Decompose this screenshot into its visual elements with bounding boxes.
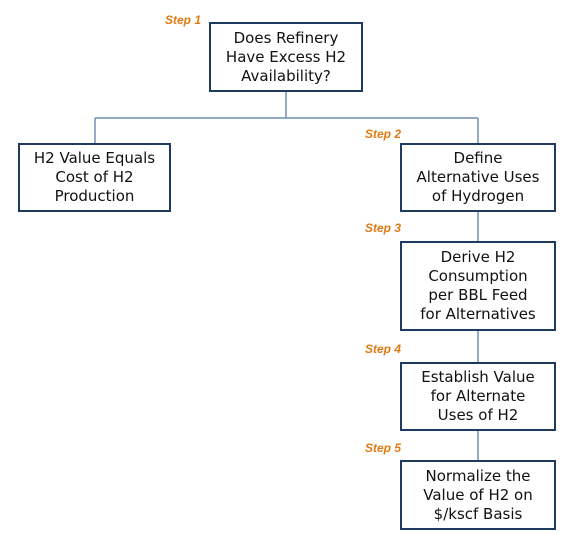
step-1-label: Step 1 <box>165 13 202 27</box>
define-alternatives-box: Define Alternative Uses of Hydrogen <box>400 143 556 212</box>
cost-of-production-box: H2 Value Equals Cost of H2 Production <box>18 143 171 212</box>
derive-consumption-text: Derive H2 Consumption per BBL Feed for A… <box>420 248 536 323</box>
define-alternatives-text: Define Alternative Uses of Hydrogen <box>416 149 540 205</box>
establish-value-box: Establish Value for Alternate Uses of H2 <box>400 362 556 431</box>
step-5-label: Step 5 <box>365 441 402 455</box>
normalize-value-box: Normalize the Value of H2 on $/kscf Basi… <box>400 460 556 530</box>
establish-value-text: Establish Value for Alternate Uses of H2 <box>421 368 535 424</box>
step-2-label: Step 2 <box>365 127 402 141</box>
derive-consumption-box: Derive H2 Consumption per BBL Feed for A… <box>400 241 556 331</box>
step-4-label: Step 4 <box>365 342 402 356</box>
excess-h2-question-text: Does Refinery Have Excess H2 Availabilit… <box>225 28 347 85</box>
normalize-value-text: Normalize the Value of H2 on $/kscf Basi… <box>423 466 533 523</box>
cost-of-production-text: H2 Value Equals Cost of H2 Production <box>33 149 156 205</box>
step-3-label: Step 3 <box>365 221 402 235</box>
excess-h2-question-box: Does Refinery Have Excess H2 Availabilit… <box>209 22 363 92</box>
